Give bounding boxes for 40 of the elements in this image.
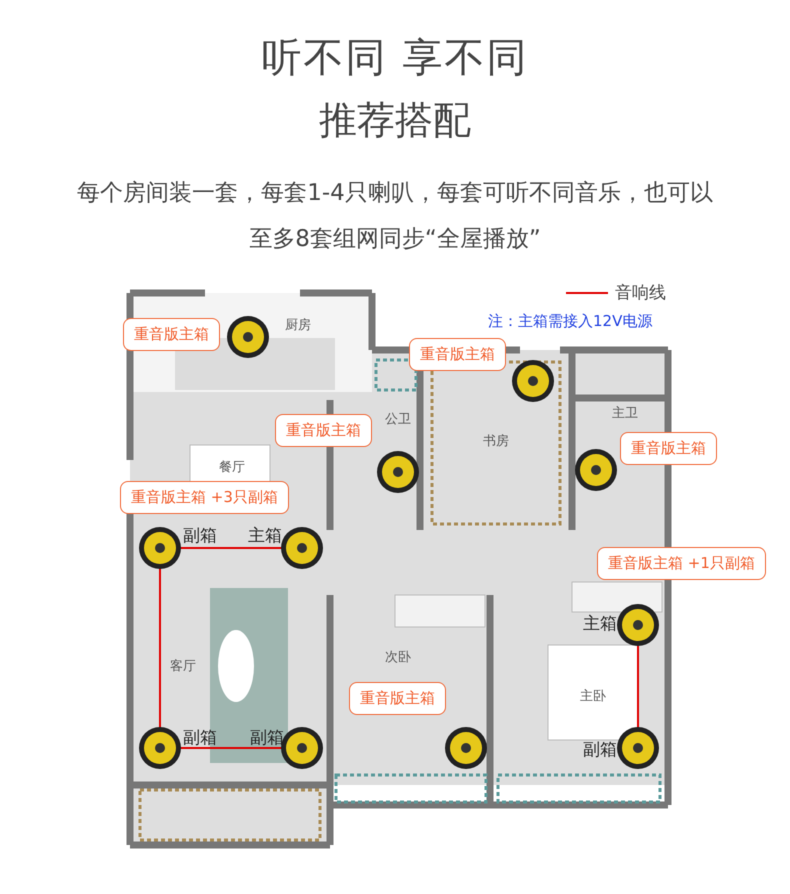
legend-label: 音响线 [615, 282, 666, 304]
callout-label: 重音版主箱 +3只副箱 [120, 481, 289, 514]
note-text: 注：主箱需接入12V电源 [488, 312, 652, 331]
callout-label: 重音版主箱 [123, 318, 220, 351]
speaker-icon [511, 359, 555, 403]
speaker-label: 主箱 [583, 613, 617, 635]
speaker-label: 副箱 [583, 739, 617, 761]
room-label: 次卧 [385, 649, 411, 666]
speaker-wire [180, 747, 282, 749]
speaker-wire [159, 568, 161, 728]
speaker-label: 副箱 [250, 727, 284, 749]
description-text: 每个房间装一套，每套1-4只喇叭，每套可听不同音乐，也可以至多8套组网同步“全屋播放” [76, 179, 714, 254]
room-label: 主卫 [612, 405, 638, 422]
speaker-icon [444, 726, 488, 770]
speaker-icon [138, 526, 182, 570]
speaker-label: 副箱 [183, 525, 217, 547]
speaker-icon [138, 726, 182, 770]
title: 听不同 享不同 [260, 34, 530, 83]
speaker-wire [637, 645, 639, 728]
room-label: 书房 [483, 433, 509, 450]
callout-label: 重音版主箱 [620, 432, 717, 465]
speaker-icon [616, 726, 660, 770]
speaker-icon [226, 315, 270, 359]
speaker-icon [616, 603, 660, 647]
room-label: 公卫 [385, 411, 411, 428]
speaker-wire [180, 547, 282, 549]
speaker-label: 副箱 [183, 727, 217, 749]
speaker-icon [376, 450, 420, 494]
room-label: 厨房 [285, 317, 311, 334]
room-label: 主卧 [580, 688, 606, 705]
speaker-icon [280, 526, 324, 570]
callout-label: 重音版主箱 +1只副箱 [597, 547, 766, 580]
speaker-label: 主箱 [248, 525, 282, 547]
heading: 推荐搭配 [318, 97, 472, 144]
callout-label: 重音版主箱 [349, 682, 446, 715]
callout-label: 重音版主箱 [275, 414, 372, 447]
room-label: 餐厅 [219, 459, 245, 476]
callout-label: 重音版主箱 [409, 338, 506, 371]
speaker-icon [574, 448, 618, 492]
room-label: 客厅 [170, 658, 196, 675]
